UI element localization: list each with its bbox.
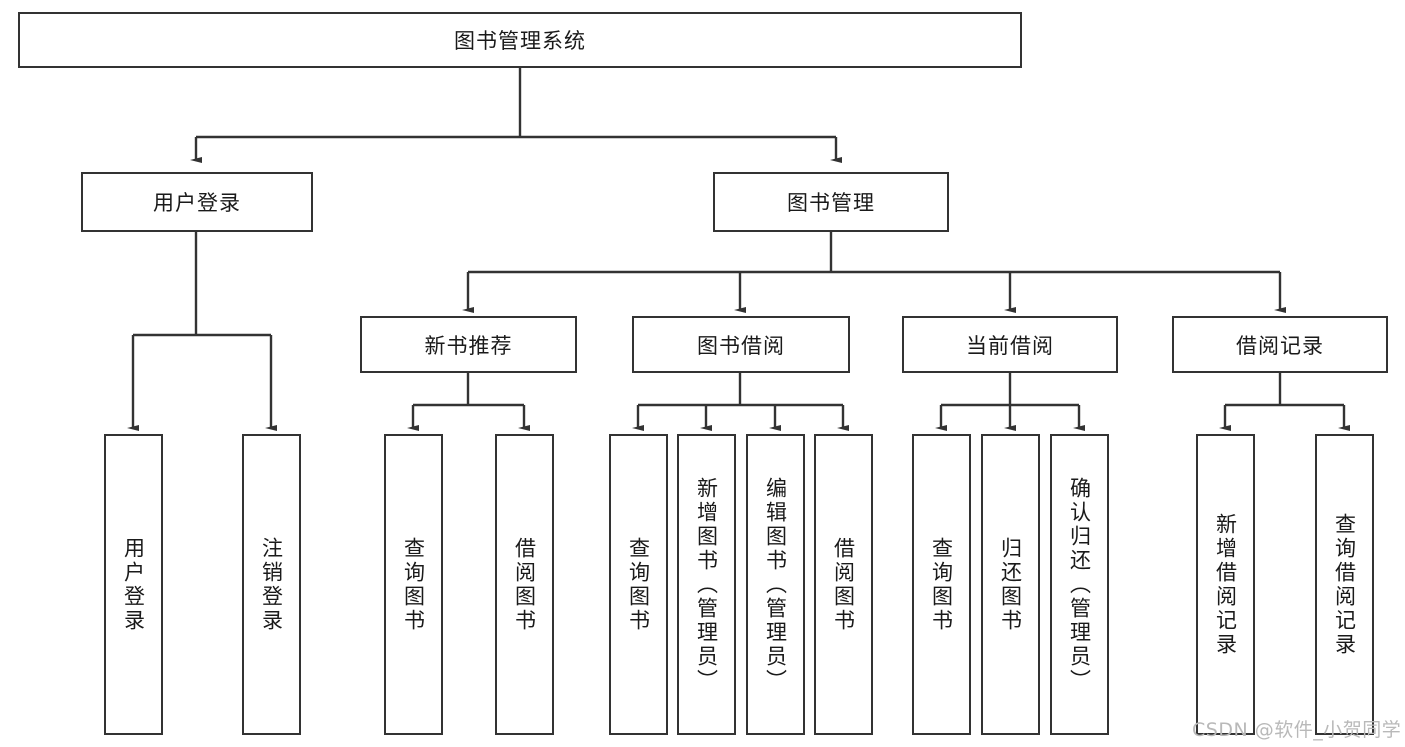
node-borrow-record[interactable]: 借阅记录 [1172,316,1388,373]
node-book-management[interactable]: 图书管理 [713,172,949,232]
edge-newbook-to-leaves [407,373,530,431]
node-label: 图书管理 [787,191,875,215]
edge-currentborrow-to-leaves [935,373,1085,431]
leaf-record-query-record[interactable]: 查询借阅记录 [1315,434,1374,735]
node-label: 图书借阅 [697,333,785,358]
watermark-text: CSDN @软件_小贺同学 [1192,719,1402,741]
node-label: 确认归还（管理员） [1067,476,1092,693]
leaf-borrow-add-book[interactable]: 新增图书（管理员） [677,434,736,735]
node-label: 借阅图书 [512,536,537,633]
node-label: 借阅图书 [831,536,856,633]
leaf-current-return-book[interactable]: 归还图书 [981,434,1040,735]
leaf-new-book-borrow[interactable]: 借阅图书 [495,434,554,735]
node-new-book-recommend[interactable]: 新书推荐 [360,316,577,373]
node-label: 新增图书（管理员） [694,476,719,693]
leaf-record-add-record[interactable]: 新增借阅记录 [1196,434,1255,735]
edge-bookmgmt-to-level2 [462,232,1286,313]
node-label: 查询图书 [626,536,651,633]
node-label: 借阅记录 [1236,333,1324,358]
node-label: 注销登录 [259,536,284,633]
leaf-user-login-logout[interactable]: 注销登录 [242,434,301,735]
leaf-borrow-borrow-book[interactable]: 借阅图书 [814,434,873,735]
node-label: 归还图书 [998,536,1023,633]
leaf-borrow-query-book[interactable]: 查询图书 [609,434,668,735]
node-label: 编辑图书（管理员） [763,476,788,693]
node-current-borrow[interactable]: 当前借阅 [902,316,1118,373]
edge-root-to-level1 [190,68,842,163]
edge-userlogin-to-leaves [127,232,277,431]
node-label: 用户登录 [121,536,146,633]
edge-borrowrecord-to-leaves [1219,373,1350,431]
node-user-login[interactable]: 用户登录 [81,172,313,232]
node-label: 查询图书 [929,536,954,633]
node-label: 新增借阅记录 [1213,512,1238,657]
edge-bookborrow-to-leaves [632,373,849,431]
leaf-current-query-book[interactable]: 查询图书 [912,434,971,735]
node-label: 图书管理系统 [454,29,586,53]
node-book-borrow[interactable]: 图书借阅 [632,316,850,373]
leaf-user-login-login[interactable]: 用户登录 [104,434,163,735]
node-root-system[interactable]: 图书管理系统 [18,12,1022,68]
node-label: 用户登录 [153,191,241,215]
leaf-current-confirm-return[interactable]: 确认归还（管理员） [1050,434,1109,735]
leaf-borrow-edit-book[interactable]: 编辑图书（管理员） [746,434,805,735]
leaf-new-book-query[interactable]: 查询图书 [384,434,443,735]
node-label: 查询图书 [401,536,426,633]
node-label: 新书推荐 [424,333,513,358]
node-label: 查询借阅记录 [1332,512,1357,657]
node-label: 当前借阅 [966,333,1054,358]
